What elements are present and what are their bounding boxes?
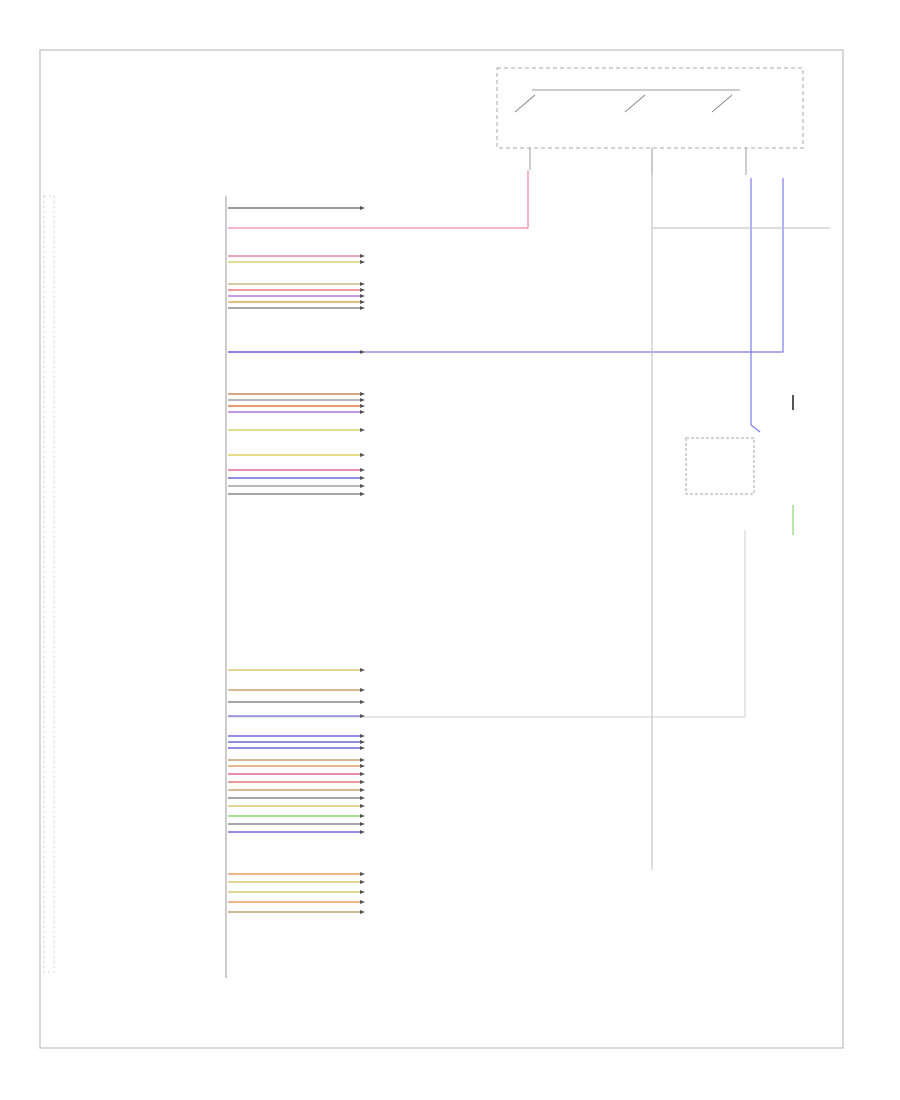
wire-arrow (360, 890, 365, 894)
wire-arrow (360, 822, 365, 826)
wire-arrow (360, 688, 365, 692)
wire-arrow (360, 476, 365, 480)
wire-arrow (360, 772, 365, 776)
diagram-frame (39, 49, 844, 1049)
lower-return-wire (228, 530, 746, 718)
wire-arrow (360, 294, 365, 298)
upper-wire-rows (228, 206, 365, 496)
wire-arrow (360, 282, 365, 286)
wire-arrow (360, 453, 365, 457)
wire-arrow (360, 206, 365, 210)
pink-feed-wire (228, 170, 529, 229)
wire-arrow (360, 668, 365, 672)
wire-arrow (360, 910, 365, 914)
wire-arrow (360, 740, 365, 744)
wire-arrow (360, 468, 365, 472)
wire-arrow (360, 814, 365, 818)
wire-arrow (360, 254, 365, 258)
wire-arrow (360, 880, 365, 884)
wire-arrow (360, 410, 365, 414)
relay-module-box (685, 437, 755, 495)
wire-arrow (360, 392, 365, 396)
wire-arrow (360, 780, 365, 784)
wire-arrow (360, 350, 365, 354)
wire-arrow (360, 484, 365, 488)
wire-arrow (360, 830, 365, 834)
wire-arrow (360, 398, 365, 402)
wire-arrow (360, 404, 365, 408)
switch-blade-1 (514, 94, 536, 113)
wire-arrow (360, 734, 365, 738)
wire-arrow (360, 746, 365, 750)
wire-arrow (360, 714, 365, 718)
switch-blade-2 (624, 94, 646, 113)
lower-wire-rows (228, 668, 365, 914)
wire-arrow (360, 804, 365, 808)
wire-arrow (360, 492, 365, 496)
connector-block (43, 195, 55, 973)
blue-feed-wire (228, 178, 784, 353)
blue-branch-wire (750, 178, 761, 433)
ignition-switch-box (496, 67, 804, 149)
wire-arrow (360, 300, 365, 304)
wire-arrow (360, 260, 365, 264)
wire-arrow (360, 288, 365, 292)
wire-arrow (360, 796, 365, 800)
wire-arrow (360, 872, 365, 876)
wire-arrow (360, 306, 365, 310)
wire-arrow (360, 764, 365, 768)
wire-arrow (360, 788, 365, 792)
wire-arrow (360, 758, 365, 762)
wire-arrow (360, 900, 365, 904)
wire-arrow (360, 428, 365, 432)
wire-arrow (360, 700, 365, 704)
switch-blade-3 (711, 94, 733, 113)
